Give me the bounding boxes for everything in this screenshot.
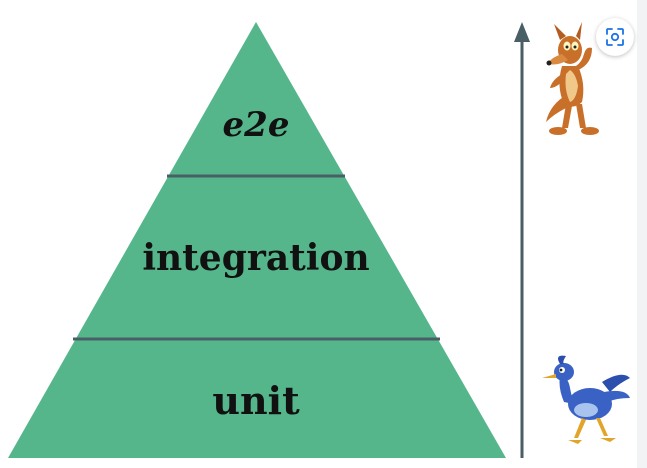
- lens-search-button[interactable]: [596, 18, 634, 56]
- up-arrow: [514, 22, 530, 458]
- lens-icon: [606, 28, 624, 46]
- roadrunner-icon: [542, 355, 630, 444]
- tier-label-integration: integration: [142, 237, 369, 279]
- tier-label-unit: unit: [212, 378, 300, 423]
- scroll-edge: [637, 0, 647, 468]
- coyote-icon: [546, 22, 599, 135]
- tier-label-e2e: e2e: [223, 105, 290, 145]
- pyramid-shape: [8, 22, 506, 458]
